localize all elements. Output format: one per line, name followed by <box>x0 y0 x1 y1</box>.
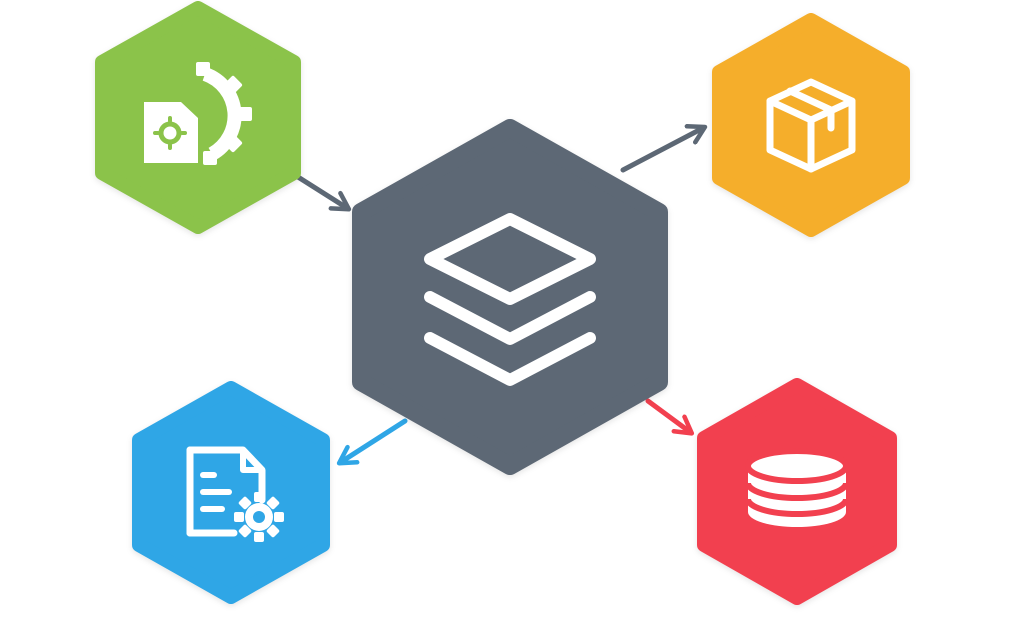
config-hexagon <box>95 1 301 234</box>
database-icon <box>745 448 849 527</box>
edge-hub-to-database <box>645 398 695 436</box>
package-box-icon <box>766 78 856 173</box>
config-node <box>95 1 301 234</box>
file-gear-icon <box>144 62 252 165</box>
database-node <box>697 378 897 605</box>
package-node <box>712 13 910 237</box>
edge-hub-to-document <box>336 418 408 466</box>
document-node <box>132 381 330 604</box>
center-hub-node <box>352 119 668 475</box>
document-gear-icon <box>186 446 284 542</box>
layers-icon <box>424 213 596 386</box>
edge-config-to-hub <box>295 174 352 212</box>
connectors <box>295 124 708 466</box>
edge-hub-to-package <box>620 124 708 173</box>
